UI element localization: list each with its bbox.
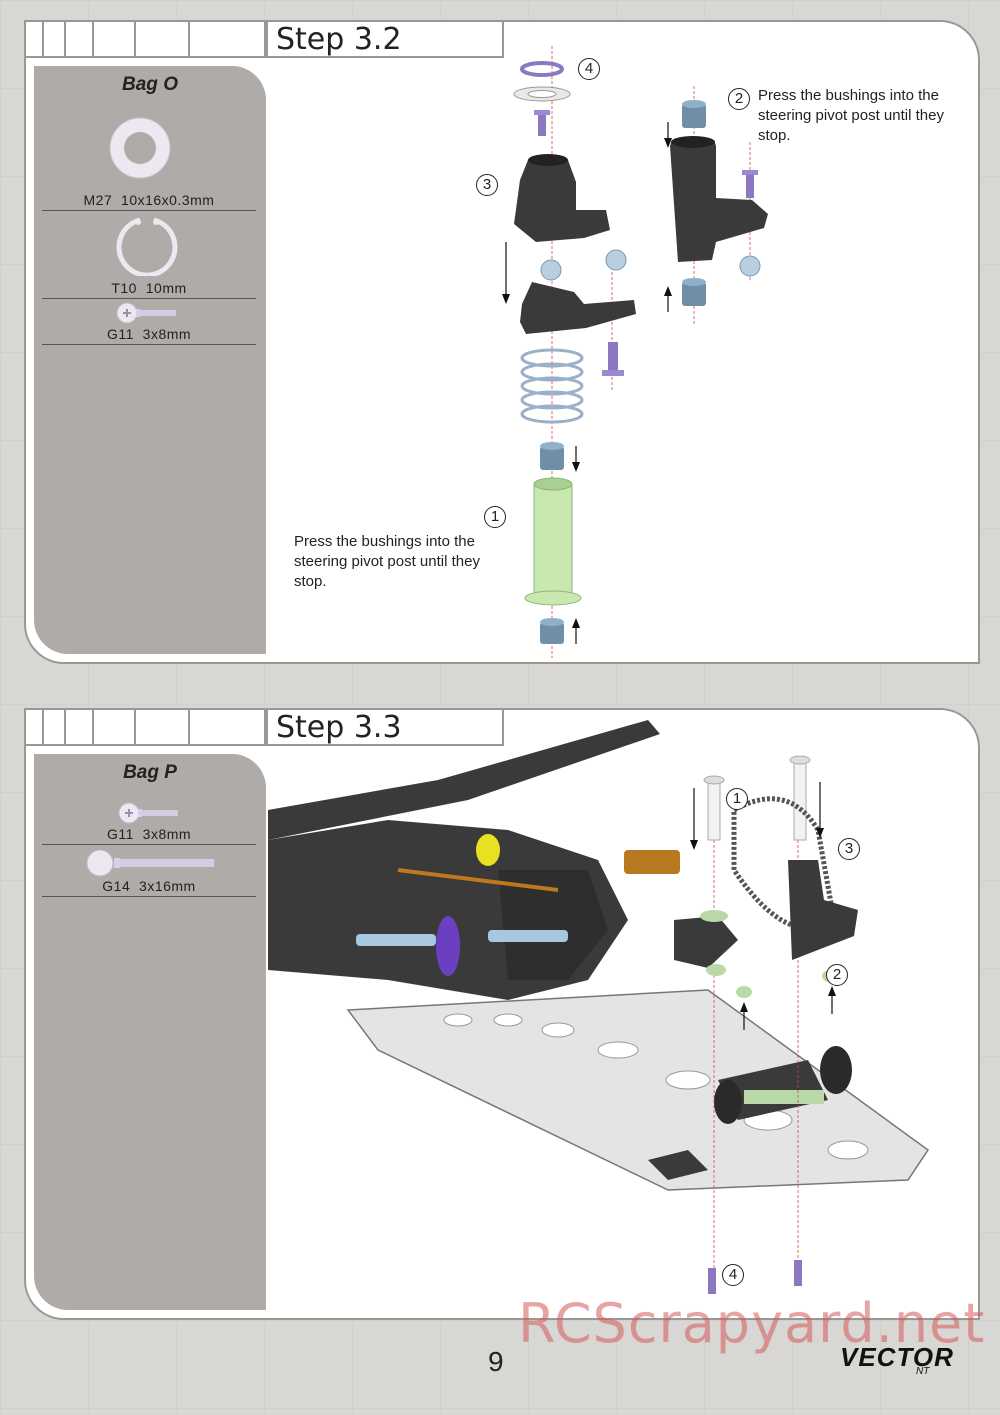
- tab-cell: [190, 710, 266, 746]
- tab-cell: [94, 710, 136, 746]
- callout-3: 3: [476, 174, 498, 196]
- part-code: G14: [102, 878, 131, 894]
- tab-cell: [44, 22, 66, 58]
- screw-icon: [86, 849, 214, 877]
- tab-cell: [26, 710, 44, 746]
- part-label: T10 10mm: [42, 280, 256, 299]
- part-size: 10mm: [145, 280, 187, 296]
- parts-bag-box: Bag O M27 10x16x0.3mm T10 10mm G11 3x8mm: [34, 66, 266, 654]
- part-size: 3x16mm: [139, 878, 196, 894]
- step-title: Step 3.2: [266, 22, 504, 58]
- watermark: RCScrapyard.net: [518, 1292, 986, 1355]
- parts-bag-box: Bag P G11 3x8mm G14 3x16mm: [34, 754, 266, 1310]
- bag-title: Bag P: [123, 762, 177, 783]
- part-size: 3x8mm: [142, 326, 192, 342]
- callout-4: 4: [722, 1264, 744, 1286]
- part-label: G14 3x16mm: [42, 878, 256, 897]
- step-3-3-panel: Step 3.3 Bag P G11 3x8mm G14 3x16mm: [24, 708, 980, 1320]
- part-label: G11 3x8mm: [42, 826, 256, 845]
- tab-cell: [136, 22, 190, 58]
- part-label: G11 3x8mm: [42, 326, 256, 345]
- part-code: T10: [111, 280, 137, 296]
- part-code: G11: [106, 826, 134, 842]
- page-number: 9: [488, 1346, 504, 1377]
- part-code: M27: [83, 192, 113, 208]
- callout-4: 4: [578, 58, 600, 80]
- part-size: 3x8mm: [142, 826, 192, 842]
- tab-cell: [136, 710, 190, 746]
- chassis-assembly-drawing: [268, 720, 930, 1294]
- tab-cell: [66, 710, 94, 746]
- step-3-2-panel: Step 3.2 Bag O M27 10x16x0.3mm T10 10mm …: [24, 20, 980, 664]
- callout-1: 1: [484, 506, 506, 528]
- tab-cell: [26, 22, 44, 58]
- callout-3: 3: [838, 838, 860, 860]
- brand-logo-sub: NT: [916, 1366, 930, 1377]
- tab-cell: [94, 22, 136, 58]
- step-title: Step 3.3: [266, 710, 504, 746]
- part-label: M27 10x16x0.3mm: [42, 192, 256, 211]
- part-code: G11: [106, 326, 134, 342]
- instruction-note-2: Press the bushings into the steering piv…: [758, 87, 944, 144]
- tab-cell: [66, 22, 94, 58]
- step-tabs: [26, 710, 266, 746]
- screw-icon: [116, 302, 176, 324]
- screw-icon: [118, 802, 178, 824]
- callout-2: 2: [728, 88, 750, 110]
- steering-pivot-exploded-drawing: [502, 46, 636, 658]
- washer-icon: [109, 117, 171, 179]
- instruction-note-1: Press the bushings into the steering piv…: [294, 533, 480, 590]
- part-size: 10x16x0.3mm: [121, 192, 215, 208]
- step-tabs: [26, 22, 266, 58]
- callout-1: 1: [726, 788, 748, 810]
- bag-title: Bag O: [122, 74, 178, 95]
- tab-cell: [44, 710, 66, 746]
- steering-pivot-bushing-drawing: [664, 86, 768, 326]
- callout-2: 2: [826, 964, 848, 986]
- tab-cell: [190, 22, 266, 58]
- e-clip-icon: [116, 217, 178, 276]
- brand-logo: VECTOR: [840, 1342, 954, 1372]
